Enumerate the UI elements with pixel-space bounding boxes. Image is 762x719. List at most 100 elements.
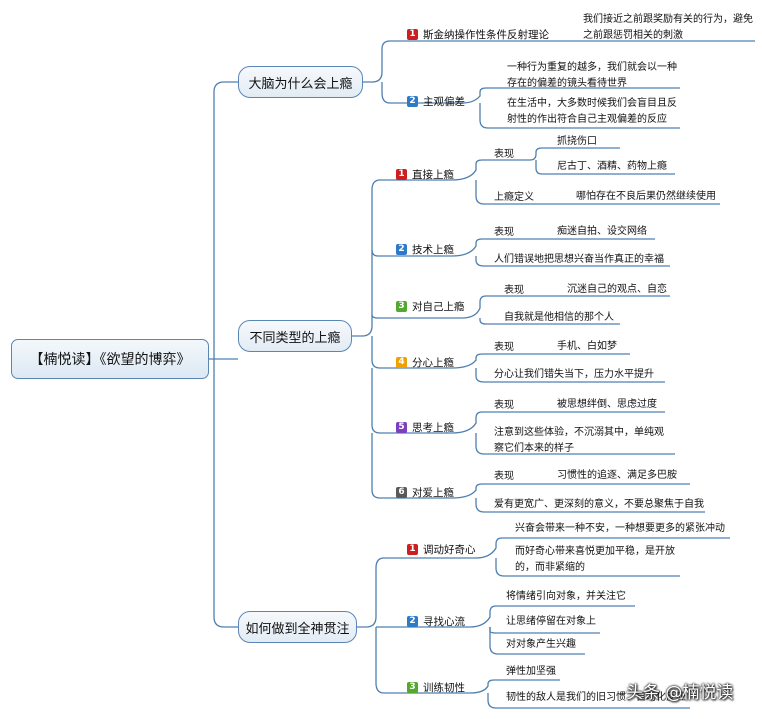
leaf-connector (475, 537, 730, 559)
subtopic-label: 对自己上瘾 (412, 300, 465, 313)
subtopic-love-addiction[interactable]: 6 对爱上瘾 (396, 485, 454, 499)
number-badge-icon: 3 (407, 681, 418, 693)
leaf-connector (487, 693, 690, 709)
subtopic-label: 思考上瘾 (412, 421, 454, 434)
group-label: 表现 (494, 149, 514, 160)
leaf-note: 人们错误地把思想兴奋当作真正的幸福 (494, 254, 664, 265)
main2-connector (371, 368, 452, 434)
leaf-note: 让思绪停留在对象上 (506, 616, 596, 627)
group-connector (451, 238, 530, 257)
subtopic-label: 调动好奇心 (423, 543, 476, 556)
number-badge-icon: 2 (407, 615, 418, 627)
group-connector (475, 256, 670, 267)
leaf-note: 哪怕存在不良后果仍然继续使用 (576, 191, 716, 202)
group-connector (475, 433, 675, 455)
leaf-note: 沉迷自己的观点、自恋 (567, 284, 667, 295)
leaf-note: 被思想绊倒、思虑过度 (557, 399, 657, 410)
subtopic-label: 训练韧性 (423, 681, 465, 694)
main-topic-addiction-types[interactable]: 不同类型的上瘾 (238, 320, 352, 352)
group-label: 表现 (494, 227, 514, 238)
leaf-connector (469, 605, 635, 628)
subtopic-subjective-bias[interactable]: 2 主观偏差 (407, 94, 465, 108)
group-connector (475, 368, 665, 383)
leaf-note: 手机、白如梦 (557, 341, 617, 352)
root-connector (209, 81, 238, 360)
subtopic-direct-addiction[interactable]: 1 直接上瘾 (396, 167, 454, 181)
main2-connector (352, 179, 452, 337)
subtopic-label: 斯金纳操作性条件反射理论 (423, 28, 549, 41)
main3-connector (357, 557, 476, 628)
main1-connector (381, 82, 462, 104)
leaf-note: 对对象产生兴趣 (506, 639, 576, 650)
main2-connector (371, 336, 452, 369)
leaf-connector (495, 558, 680, 577)
subtopic-thinking-addiction[interactable]: 5 思考上瘾 (396, 420, 454, 434)
number-badge-icon: 1 (396, 168, 407, 180)
group-connector (451, 353, 530, 369)
subtopic-resilience[interactable]: 3 训练韧性 (407, 680, 465, 694)
main1-connector (363, 40, 540, 83)
group-label: 表现 (494, 342, 514, 353)
leaf-note: 习惯性的追逐、满足多巴胺 (557, 470, 677, 481)
subtopic-label: 寻找心流 (423, 615, 465, 628)
group-label: 上瘾定义 (494, 192, 534, 203)
main3-connector (375, 627, 470, 694)
group-label: 表现 (504, 285, 524, 296)
group-connector (475, 180, 540, 205)
leaf-connector (529, 147, 620, 161)
group-connector (461, 295, 540, 319)
main2-connector (371, 314, 462, 319)
leaf-note: 尼古丁、酒精、药物上瘾 (557, 161, 667, 172)
subtopic-curiosity[interactable]: 1 调动好奇心 (407, 542, 476, 556)
subtopic-label: 直接上瘾 (412, 168, 454, 181)
leaf-connector (469, 679, 560, 694)
group-label: 表现 (494, 400, 514, 411)
leaf-note: 痴迷自拍、设交网络 (557, 226, 647, 237)
number-badge-icon: 1 (407, 543, 418, 555)
leaf-note: 将情绪引向对象，并关注它 (506, 591, 626, 602)
group-connector (451, 159, 530, 181)
subtopic-label: 技术上瘾 (412, 243, 454, 256)
subtopic-label: 分心上瘾 (412, 356, 454, 369)
leaf-connector (479, 103, 680, 129)
root-topic[interactable]: 【楠悦读】《欲望的博弈》 (11, 339, 209, 379)
number-badge-icon: 4 (396, 356, 407, 368)
subtopic-distraction-addiction[interactable]: 4 分心上瘾 (396, 355, 454, 369)
subtopic-tech-addiction[interactable]: 2 技术上瘾 (396, 242, 454, 256)
subtopic-skinner-theory[interactable]: 1 斯金纳操作性条件反射理论 (407, 27, 549, 41)
group-connector (479, 318, 620, 325)
number-badge-icon: 3 (396, 300, 407, 312)
group-connector (475, 498, 705, 513)
leaf-note: 兴奋会带来一种不安，一种想要更多的紧张冲动 (515, 523, 725, 534)
leaf-note: 在生活中，大多数时候我们会盲目且反射性的作出符合自己主观偏差的反应 (507, 98, 677, 125)
number-badge-icon: 5 (396, 421, 407, 433)
subtopic-self-addiction[interactable]: 3 对自己上瘾 (396, 299, 465, 313)
number-badge-icon: 1 (407, 28, 418, 40)
leaf-note: 一种行为重复的越多，我们就会以一种存在的偏差的镜头看待世界 (507, 62, 677, 89)
leaf-note: 而好奇心带来喜悦更加平稳，是开放的，而非紧缩的 (515, 546, 675, 573)
subtopic-flow[interactable]: 2 寻找心流 (407, 614, 465, 628)
leaf-note: 爱有更宽广、更深刻的意义，不要总聚焦于自我 (494, 499, 704, 510)
watermark: 头条 @楠悦读 (626, 683, 734, 703)
leaf-note: 抓挠伤口 (557, 136, 597, 147)
main-topic-brain-addiction[interactable]: 大脑为什么会上瘾 (238, 66, 363, 98)
leaf-note: 自我就是他相信的那个人 (504, 312, 614, 323)
leaf-note: 注意到这些体验，不沉溺其中，单纯观察它们本来的样子 (494, 427, 664, 454)
group-label: 表现 (494, 471, 514, 482)
number-badge-icon: 2 (407, 95, 418, 107)
main-topic-full-focus[interactable]: 如何做到全神贯注 (238, 611, 357, 643)
subtopic-label: 主观偏差 (423, 95, 465, 108)
root-connector (213, 359, 238, 628)
number-badge-icon: 2 (396, 243, 407, 255)
leaf-connector (489, 627, 585, 655)
main2-connector (371, 249, 452, 257)
leaf-note: 韧性的敌人是我们的旧习惯、自动化反应 (506, 692, 686, 703)
leaf-note: 我们接近之前跟奖励有关的行为，避免之前跟惩罚相关的刺激 (583, 14, 753, 41)
subtopic-label: 对爱上瘾 (412, 486, 454, 499)
leaf-connector (461, 87, 680, 104)
leaf-note: 弹性加坚强 (506, 666, 556, 677)
number-badge-icon: 6 (396, 486, 407, 498)
main2-connector (371, 433, 452, 499)
group-connector (451, 483, 530, 499)
